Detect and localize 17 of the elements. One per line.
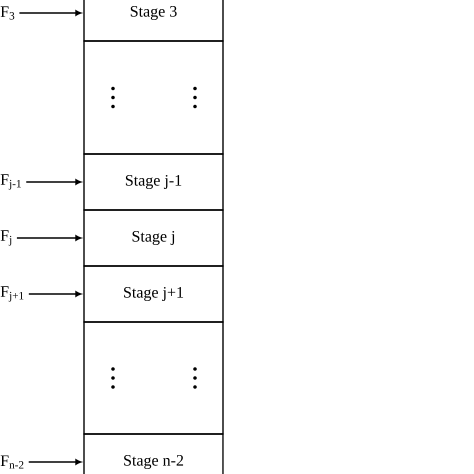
stage-box: Stage 3	[83, 0, 224, 42]
input-label: F$_{j}$	[0, 230, 12, 246]
stage-box: Stage n-2	[83, 433, 224, 474]
arrow	[75, 235, 82, 241]
input-label: F$_{3}$	[0, 6, 14, 20]
arrow	[75, 291, 82, 297]
input-label: F$_{j+1}$	[0, 286, 24, 302]
input-label: F$_{j-1}$	[0, 174, 21, 190]
arrow	[75, 10, 82, 16]
stage-box: Stage j	[83, 209, 224, 267]
stage-box: Stage j-1	[83, 153, 224, 211]
input-label: F$_{n-2}$	[0, 455, 24, 469]
arrow	[75, 179, 82, 185]
empty-box	[83, 321, 224, 435]
empty-box	[83, 40, 224, 155]
stage-box: Stage j+1	[83, 265, 224, 323]
arrow	[75, 459, 82, 465]
